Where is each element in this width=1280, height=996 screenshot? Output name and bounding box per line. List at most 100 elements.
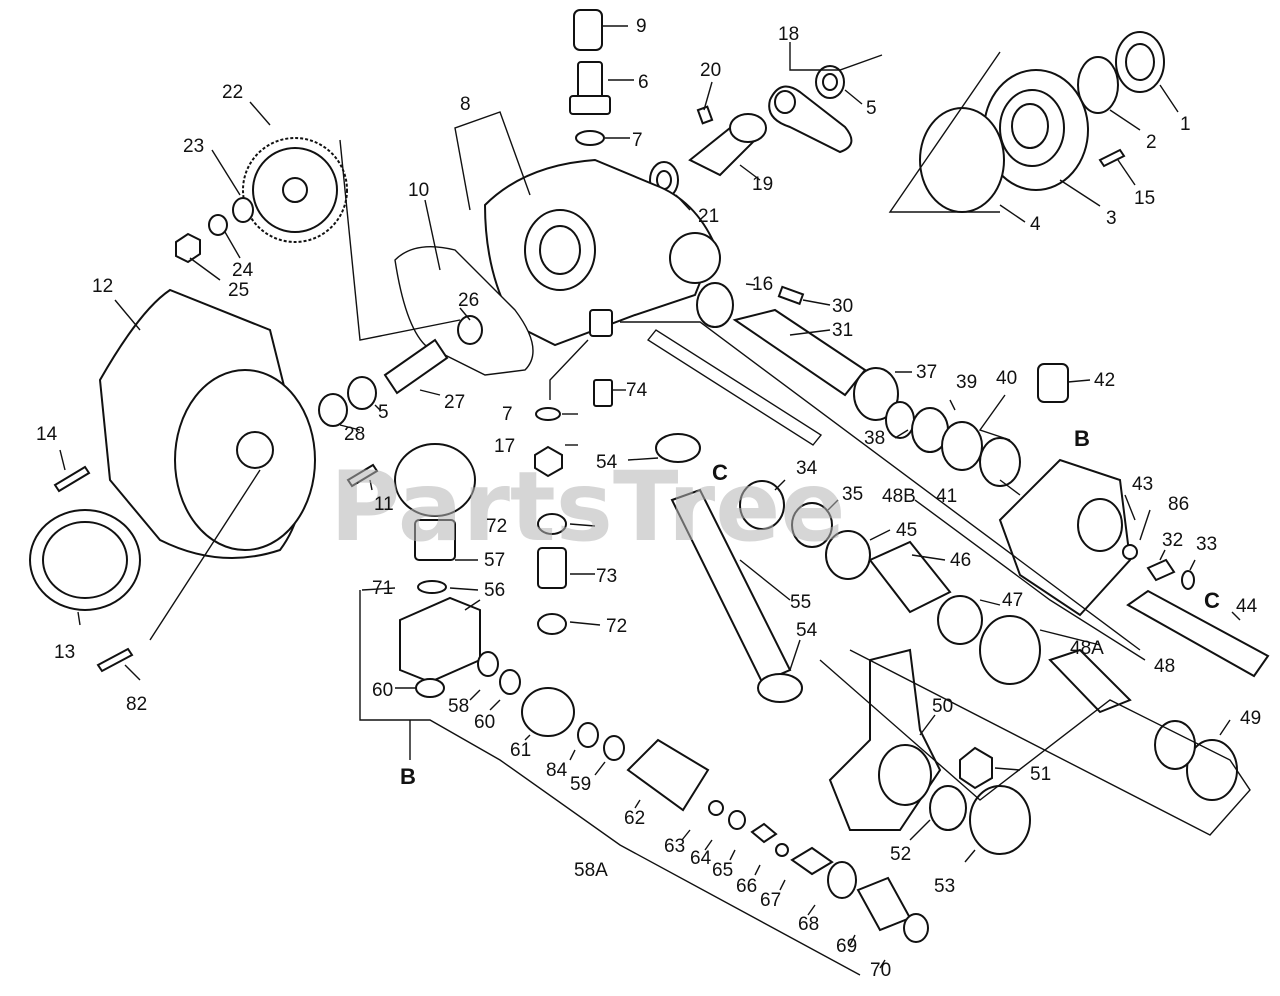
part-48-valve — [1048, 648, 1132, 714]
part-35-seal — [791, 502, 833, 548]
part-56-block — [399, 596, 481, 684]
callout-39: 39 — [956, 372, 977, 393]
callout-43: 43 — [1132, 474, 1153, 495]
callout-27: 27 — [444, 392, 465, 413]
part-16-bushing — [696, 282, 734, 328]
callout-35: 35 — [842, 484, 863, 505]
callout-6: 6 — [638, 72, 649, 93]
callout-65: 65 — [712, 860, 733, 881]
part-31-piston — [732, 308, 867, 397]
callout-3: 3 — [1106, 208, 1117, 229]
part-25-nut — [175, 232, 201, 264]
part-82-bolt — [96, 647, 134, 673]
callout-18: 18 — [778, 24, 799, 45]
callout-labels: 1 2 3 4 15 5 18 19 20 21 9 6 7 8 10 22 2… — [36, 16, 1261, 981]
callout-49: 49 — [1240, 708, 1261, 729]
connector-c-right: C — [1204, 588, 1220, 613]
callout-40: 40 — [996, 368, 1017, 389]
callout-17: 17 — [494, 436, 515, 457]
callout-58: 58 — [448, 696, 469, 717]
callout-8: 8 — [460, 94, 471, 115]
part-12-cover — [98, 288, 316, 559]
part-37-seal — [853, 367, 899, 421]
part-69-sleeve — [856, 876, 912, 932]
part-64 — [728, 810, 746, 830]
callout-72-bottom: 72 — [606, 616, 627, 637]
callout-48: 48 — [1154, 656, 1175, 677]
callout-72-top: 72 — [486, 516, 507, 537]
part-54-clamp-bottom — [757, 673, 803, 703]
callout-57: 57 — [484, 550, 505, 571]
part-45-oring — [825, 530, 871, 580]
part-86 — [1122, 544, 1138, 560]
connector-b-right: B — [1074, 426, 1090, 451]
callout-68: 68 — [798, 914, 819, 935]
part-38-oring — [885, 401, 915, 439]
part-68 — [827, 861, 857, 899]
callout-46: 46 — [950, 550, 971, 571]
part-71-oring — [417, 580, 447, 594]
part-62-nipple — [626, 738, 710, 812]
callout-67: 67 — [760, 890, 781, 911]
part-72-clamp-b — [537, 613, 567, 635]
callout-25: 25 — [228, 280, 249, 301]
part-18-rod — [768, 85, 853, 154]
part-57-accumulator — [394, 443, 476, 561]
part-7-oring-low — [535, 407, 561, 421]
part-67 — [790, 846, 834, 876]
callout-73: 73 — [596, 566, 617, 587]
part-60b-oring — [499, 669, 521, 695]
part-59-part — [603, 735, 625, 761]
callout-37: 37 — [916, 362, 937, 383]
connector-c-left: C — [712, 460, 728, 485]
part-33-oring — [1181, 570, 1195, 590]
part-53-cap — [969, 785, 1031, 855]
callout-13: 13 — [54, 642, 75, 663]
callout-34: 34 — [796, 458, 818, 479]
part-50-port — [878, 744, 932, 806]
callout-45: 45 — [896, 520, 917, 541]
part-52-oring — [929, 785, 967, 831]
part-4-oring — [919, 107, 1005, 213]
callout-64: 64 — [690, 848, 712, 869]
part-40-seal — [941, 421, 983, 471]
callout-11: 11 — [374, 494, 394, 515]
part-3-cover — [983, 69, 1089, 191]
callout-63: 63 — [664, 836, 685, 857]
part-44-rod — [1126, 589, 1270, 678]
part-41-oring — [979, 437, 1021, 487]
callout-58A: 58A — [574, 860, 608, 881]
callout-59: 59 — [570, 774, 591, 795]
part-2-oring — [1077, 56, 1119, 114]
callout-51: 51 — [1030, 764, 1051, 785]
callout-66: 66 — [736, 876, 757, 897]
part-22-gear — [242, 137, 348, 243]
callout-55: 55 — [790, 592, 811, 613]
part-8-housing — [483, 158, 721, 347]
connector-labels: B B C C — [400, 426, 1220, 789]
part-17-nut — [534, 445, 563, 478]
callout-84: 84 — [546, 760, 568, 781]
part-19-shaft — [688, 113, 767, 177]
part-58-oring — [477, 651, 499, 677]
callout-54-top: 54 — [596, 452, 618, 473]
callout-19: 19 — [752, 174, 773, 195]
part-48b-rod — [646, 329, 823, 446]
callout-54-bottom: 54 — [796, 620, 818, 641]
part-13-ring — [29, 509, 141, 611]
callout-20: 20 — [700, 60, 721, 81]
part-50-body — [828, 648, 942, 831]
part-14-bolt — [53, 465, 91, 493]
part-6-plug — [569, 61, 611, 115]
part-65-spring — [750, 822, 778, 844]
callout-52: 52 — [890, 844, 911, 865]
part-5-bearing-lower — [347, 376, 377, 410]
parts-drawing — [29, 9, 1270, 943]
callout-42: 42 — [1094, 370, 1115, 391]
callout-86: 86 — [1168, 494, 1189, 515]
callout-33: 33 — [1196, 534, 1217, 555]
callout-9: 9 — [636, 16, 647, 37]
part-15-screw — [1098, 148, 1126, 168]
part-63 — [708, 800, 724, 816]
